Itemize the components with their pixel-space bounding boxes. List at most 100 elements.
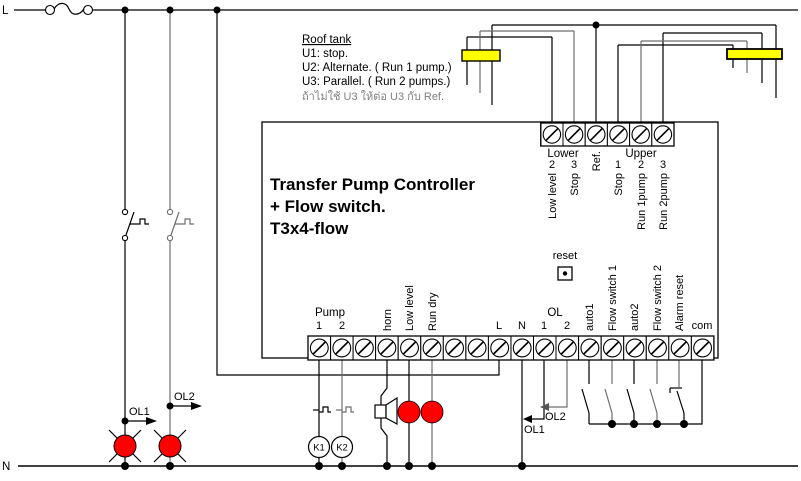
bottom-terminal-labels: Pump 1 2 horn Low level Run dry L N OL 1… — [315, 265, 712, 332]
screw-slot — [656, 128, 670, 141]
coil-k2: K2 — [330, 435, 354, 459]
screw-slot — [402, 341, 417, 355]
auto1-label: auto1 — [584, 303, 596, 331]
low-level-label: Low level — [404, 285, 416, 331]
pump2-number: 2 — [339, 320, 345, 332]
note-u1: U1: stop. — [302, 48, 348, 60]
auto2-label: auto2 — [629, 303, 641, 331]
screw-slot — [628, 341, 642, 355]
screw-slot — [634, 128, 648, 141]
screw-slot — [560, 341, 574, 355]
fn-run-1pump: Run 1pump — [636, 173, 648, 230]
flow-switch-1-label: Flow switch 1 — [607, 265, 619, 331]
note-u2: U2: Alternate. ( Run 1 pump.) — [302, 62, 452, 74]
screw-slot — [567, 128, 581, 141]
overload-symbol-1 — [313, 406, 331, 413]
ol2-number: 2 — [564, 320, 570, 332]
ref-terminal-label: Ref. — [591, 151, 603, 171]
run-dry-label: Run dry — [427, 292, 439, 331]
coil-k1-label: K1 — [313, 443, 325, 454]
title-line1: Transfer Pump Controller — [270, 175, 475, 194]
note-u3: U3: Parallel. ( Run 2 pumps.) — [302, 76, 450, 88]
line-l-label: L — [2, 5, 9, 17]
lower3-number: 3 — [571, 159, 577, 171]
top-terminal-block — [540, 122, 675, 147]
screw-slot — [380, 341, 394, 355]
upper-tank-sensor — [726, 48, 783, 60]
low-level-lamp — [397, 400, 421, 424]
top-terminal-border — [540, 122, 675, 147]
pump1-number: 1 — [316, 320, 322, 332]
coil-k1: K1 — [307, 435, 331, 459]
alarm-reset-label: Alarm reset — [674, 275, 686, 331]
note-title: Roof tank — [302, 34, 351, 46]
group-lower-label: Lower — [547, 148, 578, 160]
ol2-left-arrow — [191, 402, 202, 410]
ol2-left-ref: OL2 — [174, 391, 195, 403]
ol2-right-arrow — [540, 403, 549, 411]
screw-slot — [470, 341, 484, 355]
group-upper-label: Upper — [625, 148, 656, 160]
horn-speaker — [374, 396, 398, 426]
screw-slot — [696, 341, 710, 355]
neutral-n-label: N — [2, 461, 10, 473]
screw-slot — [515, 341, 529, 355]
run-dry-lamp — [420, 400, 444, 424]
horn-label: horn — [382, 309, 394, 331]
bottom-terminal-block — [307, 335, 715, 361]
ol1-left-ref: OL1 — [129, 406, 150, 418]
wiring-gray — [169, 10, 748, 466]
note-thai: ถ้าไม่ใช้ U3 ให้ต่อ U3 กับ Ref. — [302, 90, 444, 103]
lower2-number: 2 — [549, 159, 555, 171]
ol1-number: 1 — [541, 320, 547, 332]
screw-slot — [493, 341, 507, 355]
screw-slot — [425, 341, 439, 355]
overload-symbol-2 — [336, 406, 354, 413]
screw-slot — [312, 341, 326, 355]
fn-low-level: Low level — [547, 173, 559, 219]
flow-switch-2-label: Flow switch 2 — [652, 265, 664, 331]
screw-slot — [650, 341, 665, 355]
ol-group-label: OL — [547, 307, 563, 319]
fn-upper-stop: Stop — [613, 173, 625, 196]
l-terminal-label: L — [496, 320, 502, 332]
fuse-symbol — [44, 2, 94, 16]
coil-k2-label: K2 — [336, 443, 348, 454]
reset-button[interactable] — [557, 266, 573, 281]
junction-dots — [121, 6, 688, 470]
fn-run-2pump: Run 2pump — [658, 173, 670, 230]
contactor-contact-k2 — [166, 208, 194, 242]
screw-slot — [538, 341, 552, 355]
screw-slot — [545, 128, 559, 141]
upper1-number: 1 — [615, 159, 621, 171]
wiring-black — [14, 9, 798, 467]
screw-slot — [447, 341, 462, 355]
screw-slot — [357, 341, 371, 355]
screw-slot — [673, 341, 687, 355]
ol1-right-ref: OL1 — [524, 424, 545, 436]
screw-slot — [583, 341, 597, 355]
upper2-number: 2 — [638, 159, 644, 171]
reset-label: reset — [553, 250, 577, 262]
screw-slot — [335, 341, 349, 355]
screw-slot — [605, 341, 620, 355]
com-label: com — [692, 320, 713, 332]
screw-slot — [589, 128, 603, 141]
ol2-right-ref: OL2 — [545, 411, 566, 423]
screw-slot — [612, 128, 625, 141]
lower-tank-sensor — [461, 49, 501, 62]
roof-tank-note: Roof tank U1: stop. U2: Alternate. ( Run… — [302, 34, 452, 103]
pump-group-label: Pump — [315, 307, 345, 319]
pump1-fault-lamp — [108, 429, 142, 463]
ol1-right-arrow — [523, 415, 532, 423]
contactor-contact-k1 — [121, 208, 149, 242]
title-line2: + Flow switch. — [270, 197, 386, 216]
pump2-fault-lamp — [153, 429, 187, 463]
bottom-terminal-border — [307, 335, 715, 361]
fn-lower-stop: Stop — [569, 173, 581, 196]
ol1-left-arrow — [146, 417, 157, 425]
controller-title: Transfer Pump Controller + Flow switch. … — [270, 175, 475, 238]
top-terminal-labels: Lower Upper Ref. 2 3 1 2 3 Low level Sto… — [547, 148, 670, 230]
